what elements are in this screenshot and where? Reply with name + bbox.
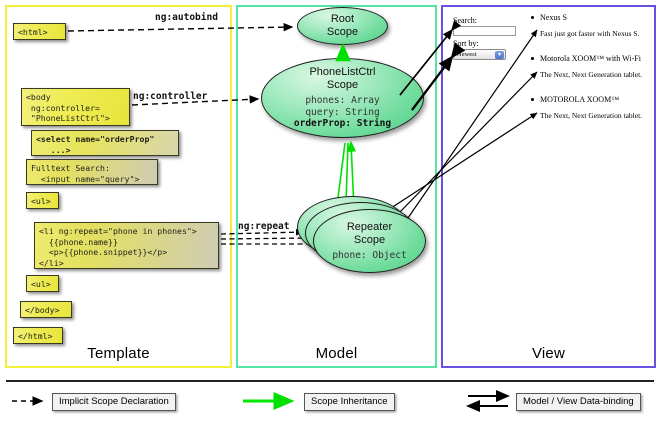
sort-by-select[interactable]: Newest ▾ [453,49,506,60]
phone-snippet: The Next, Next Generation tablet. [540,70,643,79]
panel-template-title: Template [87,345,150,362]
prop-query: query: String [305,106,380,118]
edge-label-controller: ng:controller [133,91,208,102]
view-sort-label: Sort by: [453,39,479,48]
legend-divider [6,380,654,382]
bullet-icon [531,98,534,101]
phone-name: Nexus S [540,13,567,22]
view-search-label: Search: [453,16,477,25]
code-box-body-open: <body ng:controller= "PhoneListCtrl"> [21,88,130,126]
code-box-search: Fulltext Search: <input name="query"> [26,159,158,185]
phone-snippet: The Next, Next Generation tablet. [540,111,643,120]
sort-by-selected-value: Newest [457,51,477,58]
phone-name: MOTOROLA XOOM™ [540,95,620,104]
chevron-down-icon: ▾ [495,51,504,59]
bullet-icon [531,16,534,19]
phone-snippet: Fast just got faster with Nexus S. [540,29,640,38]
phone-list-item-2: MOTOROLA XOOM™ The Next, Next Generation… [531,95,643,120]
prop-orderprop: orderProp: String [293,118,392,130]
edge-label-repeat: ng:repeat [238,221,290,232]
phone-list-item-0: Nexus S Fast just got faster with Nexus … [531,13,640,38]
code-box-body-close: </body> [20,301,72,318]
code-box-html-close: </html> [13,327,63,344]
code-box-select: <select name="orderProp" ...> [31,130,179,156]
legend-item-scope-inheritance: Scope Inheritance [304,393,395,411]
bullet-icon [531,57,534,60]
panel-model-title: Model [315,345,358,362]
code-box-ul-open: <ul> [26,192,59,209]
code-box-li-repeat: <li ng:repeat="phone in phones"> {{phone… [34,222,219,269]
search-input[interactable] [453,26,516,36]
phone-name: Motorola XOOM™ with Wi-Fi [540,54,641,63]
legend-item-implicit-scope-declaration: Implicit Scope Declaration [52,393,176,411]
code-box-ul-close: <ul> [26,275,59,292]
legend-item-model-view-data-binding: Model / View Data-binding [516,393,641,411]
panel-view-title: View [531,345,566,362]
scope-repeater-props: phone: Object [332,249,407,261]
code-box-html-open: <html> [13,23,66,40]
edge-label-autobind: ng:autobind [155,12,218,23]
phone-list-item-1: Motorola XOOM™ with Wi-Fi The Next, Next… [531,54,643,79]
prop-phones: phones: Array [305,95,380,107]
